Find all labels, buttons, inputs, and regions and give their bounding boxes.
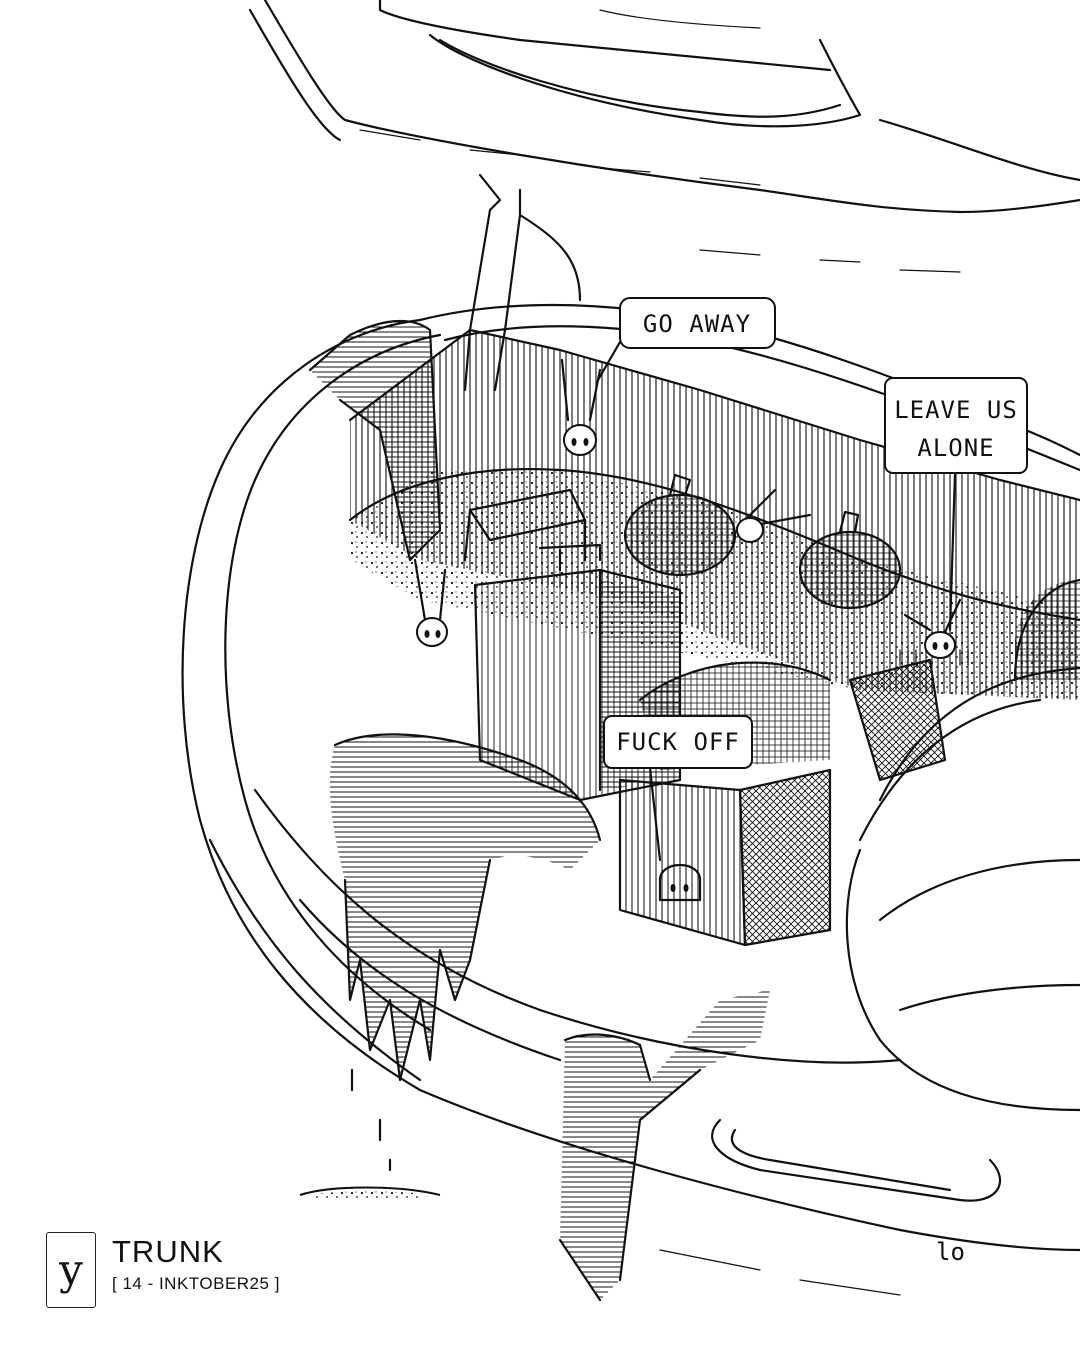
right-bags: [848, 658, 947, 782]
bubble-fuck-off: FUCK OFF: [603, 715, 753, 862]
trunk-lid: [248, 0, 1080, 273]
svg-text:GO AWAY: GO AWAY: [643, 310, 751, 338]
rabbit-top: [560, 358, 602, 456]
svg-text:FUCK OFF: FUCK OFF: [616, 728, 740, 756]
title-block: TRUNK [ 14 - INKTOBER25 ]: [112, 1234, 280, 1294]
rabbit-bottom: [658, 864, 702, 902]
artwork-title: TRUNK: [112, 1234, 224, 1269]
svg-text:LEAVE US: LEAVE US: [894, 396, 1018, 424]
artist-logo: y: [46, 1232, 96, 1308]
logo-letter: y: [59, 1245, 83, 1294]
bubble-leave-us-alone: LEAVE US ALONE: [884, 377, 1028, 632]
caption-block: y TRUNK [ 14 - INKTOBER25 ]: [46, 1232, 280, 1312]
corner-signature: lo: [936, 1238, 965, 1266]
cardboard-box: [463, 488, 587, 562]
dripping-sludge: [299, 733, 602, 1200]
grid-luggage: [618, 661, 832, 947]
rabbit-left: [413, 558, 448, 647]
garbage-bags: [623, 473, 1080, 682]
artwork-subtitle: [ 14 - INKTOBER25 ]: [112, 1274, 280, 1293]
hanging-paper: [308, 319, 442, 562]
rabbit-right: [899, 598, 969, 666]
bubble-go-away: GO AWAY: [596, 297, 776, 382]
sludge-stream: [558, 990, 770, 1302]
rabbits: [413, 358, 969, 902]
rabbit-mid: [736, 488, 812, 543]
svg-text:ALONE: ALONE: [917, 434, 994, 462]
